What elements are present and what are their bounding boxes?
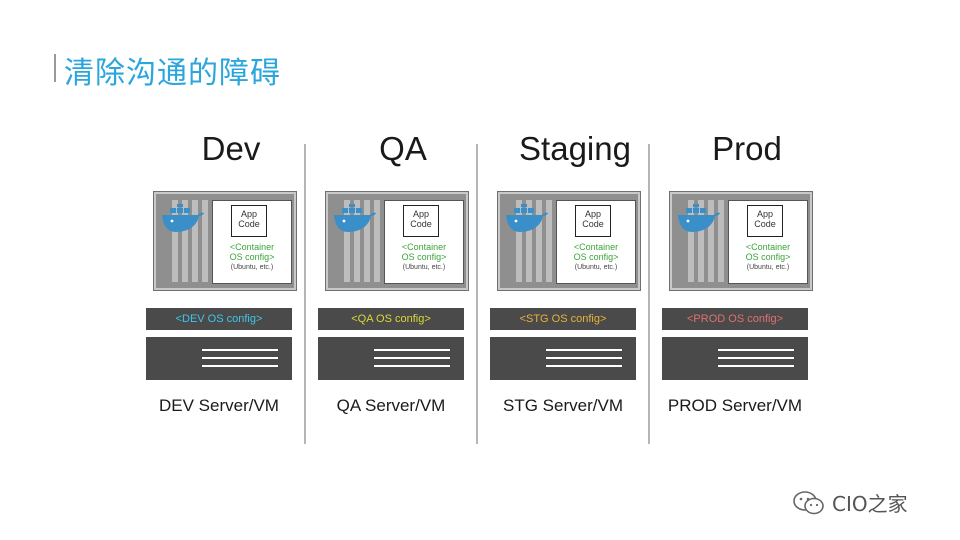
container-rib (698, 200, 704, 282)
container-rib (374, 200, 380, 282)
server-line (546, 365, 622, 367)
docker-whale-icon (506, 204, 548, 232)
watermark: CIO之家 (792, 488, 908, 517)
environment-name: QA (379, 130, 427, 167)
app-code-line2: Code (410, 219, 432, 229)
container-config-note: (Ubuntu, etc.) (746, 264, 790, 271)
container-config-line1: <Container (745, 242, 791, 252)
server-block (662, 337, 808, 380)
app-code-line1: App (412, 209, 429, 219)
environment-name: Staging (519, 130, 631, 167)
os-config-bar: <DEV OS config> (146, 308, 292, 330)
server-block (318, 337, 464, 380)
container-rib (364, 200, 370, 282)
stage-divider (304, 144, 306, 444)
container-rib (688, 200, 694, 282)
os-config-bar: <QA OS config> (318, 308, 464, 330)
container-rib (344, 200, 350, 282)
page-title: 清除沟通的障碍 (64, 56, 281, 91)
container-config-line2: OS config> (573, 252, 619, 262)
server-label: PROD Server/VM (667, 396, 803, 415)
container-rib (192, 200, 198, 282)
server-block (146, 337, 292, 380)
container-rib (202, 200, 208, 282)
container-rib (182, 200, 188, 282)
server-label: QA Server/VM (336, 396, 446, 415)
server-line (718, 349, 794, 351)
server-line (718, 365, 794, 367)
server-line (546, 357, 622, 359)
server-line (374, 365, 450, 367)
server-line (718, 357, 794, 359)
stage-divider (648, 144, 650, 444)
container-rib (516, 200, 522, 282)
environment-name: Dev (201, 130, 261, 167)
server-line (202, 357, 278, 359)
environment-name: Prod (712, 130, 782, 167)
container-rib (354, 200, 360, 282)
container-config-line2: OS config> (745, 252, 791, 262)
docker-whale-icon (678, 204, 720, 232)
stage-divider (476, 144, 478, 444)
container-config-line2: OS config> (401, 252, 447, 262)
server-label: STG Server/VM (503, 396, 623, 415)
app-code-line2: Code (238, 219, 260, 229)
title-accent-bar (54, 54, 56, 82)
container-config-line1: <Container (401, 242, 447, 252)
os-config-label: <DEV OS config> (175, 313, 263, 325)
server-block (490, 337, 636, 380)
container-rib (172, 200, 178, 282)
server-line (374, 349, 450, 351)
os-config-bar: <STG OS config> (490, 308, 636, 330)
container-config-note: (Ubuntu, etc.) (230, 264, 274, 271)
docker-whale-icon (162, 204, 204, 232)
server-label: DEV Server/VM (159, 396, 279, 415)
container-config-line1: <Container (229, 242, 275, 252)
app-code-line1: App (240, 209, 257, 219)
app-code-line2: Code (582, 219, 604, 229)
container-config-note: (Ubuntu, etc.) (574, 264, 618, 271)
server-line (546, 349, 622, 351)
server-line (202, 349, 278, 351)
container-rib (536, 200, 542, 282)
server-line (202, 365, 278, 367)
os-config-label: <QA OS config> (351, 313, 431, 325)
container-config-line1: <Container (573, 242, 619, 252)
container-config-line2: OS config> (229, 252, 275, 262)
docker-whale-icon (334, 204, 376, 232)
container-rib (708, 200, 714, 282)
watermark-text: CIO之家 (832, 492, 908, 516)
os-config-label: <PROD OS config> (687, 313, 783, 325)
wechat-icon (793, 490, 824, 514)
app-code-line1: App (756, 209, 773, 219)
os-config-label: <STG OS config> (519, 313, 607, 325)
app-code-line1: App (584, 209, 601, 219)
container-rib (718, 200, 724, 282)
container-rib (546, 200, 552, 282)
os-config-bar: <PROD OS config> (662, 308, 808, 330)
container-rib (526, 200, 532, 282)
server-line (374, 357, 450, 359)
app-code-line2: Code (754, 219, 776, 229)
container-config-note: (Ubuntu, etc.) (402, 264, 446, 271)
